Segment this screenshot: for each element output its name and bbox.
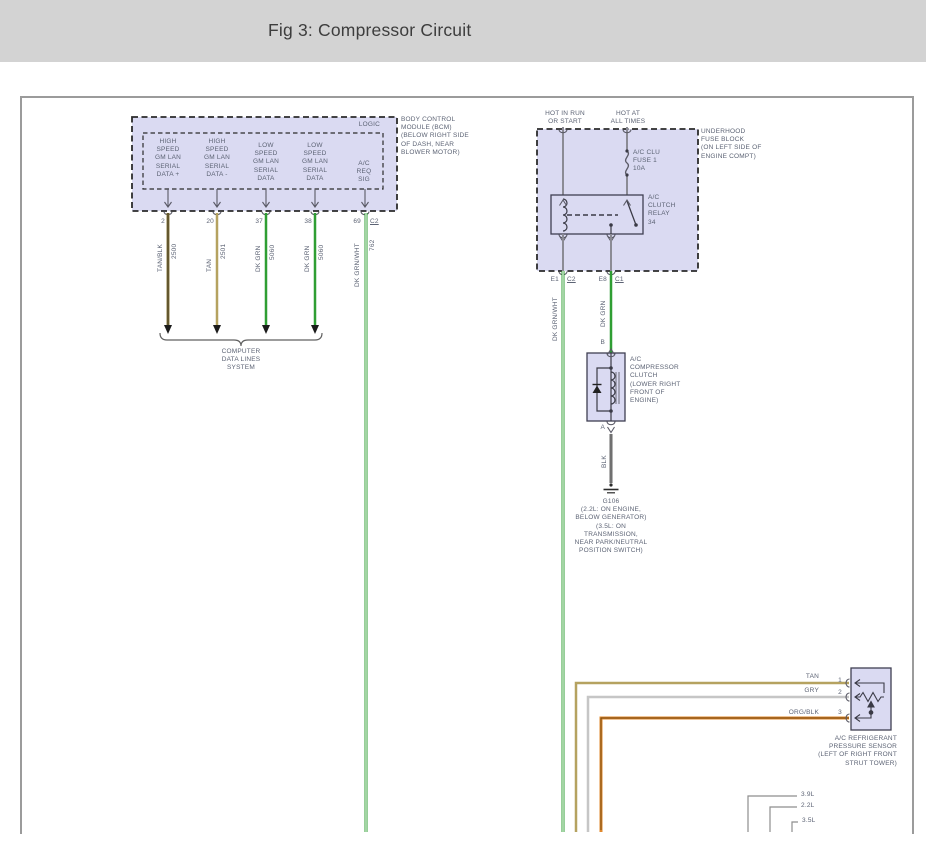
relay-box bbox=[550, 194, 644, 235]
bcm-col1-label: HIGH SPEED GM LAN SERIAL DATA + bbox=[154, 138, 182, 178]
bcm-col3-label: LOW SPEED GM LAN SERIAL DATA bbox=[252, 142, 280, 182]
circuit-label-5060-a: 5060 bbox=[269, 244, 276, 260]
bcm-wires bbox=[166, 213, 368, 832]
computer-data-lines-label: COMPUTER DATA LINES SYSTEM bbox=[221, 348, 261, 372]
relay-switch-blade bbox=[626, 200, 637, 226]
diagram-frame bbox=[20, 96, 914, 834]
sensor-wires bbox=[574, 681, 849, 832]
sensor-wire-orgblk-label: ORG/BLK bbox=[788, 709, 819, 716]
clutch-pin-a: A bbox=[600, 424, 605, 431]
figure-title: Fig 3: Compressor Circuit bbox=[268, 20, 472, 40]
wire-label-blk: BLK bbox=[601, 455, 608, 468]
sensor-internals bbox=[854, 679, 885, 722]
bcm-col5-label: A/C REQ SIG bbox=[356, 160, 372, 184]
wire-label-dk-grn-b: DK GRN bbox=[304, 245, 311, 272]
bcm-connector-c2: C2 bbox=[370, 218, 379, 225]
clutch-description: A/C COMPRESSOR CLUTCH (LOWER RIGHT FRONT… bbox=[630, 356, 681, 405]
sensor-pin-2: 2 bbox=[838, 689, 842, 696]
figure-header: Fig 3: Compressor Circuit bbox=[0, 0, 926, 62]
wire-label-dk-grn-right: DK GRN bbox=[600, 300, 607, 327]
relay-out-stubs bbox=[562, 234, 612, 271]
wire-label-tan: TAN bbox=[206, 258, 213, 272]
bcm-description: BODY CONTROL MODULE (BCM) (BELOW RIGHT S… bbox=[401, 116, 469, 156]
bcm-logic-label: LOGIC bbox=[358, 121, 380, 128]
sensor-wire-tan-label: TAN bbox=[805, 673, 819, 680]
wire-gry-sensor bbox=[586, 695, 849, 832]
pin-e1: E1 bbox=[550, 276, 559, 283]
wire-tan-sensor bbox=[574, 681, 849, 832]
clutch-diode bbox=[592, 385, 602, 393]
clutch-pin-b: B bbox=[600, 339, 605, 346]
wire-label-dk-grn-wht: DK GRN/WHT bbox=[354, 243, 361, 287]
data-line-arrowheads bbox=[164, 325, 319, 334]
circuit-label-5060-b: 5060 bbox=[318, 244, 325, 260]
bcm-col4-label: LOW SPEED GM LAN SERIAL DATA bbox=[301, 142, 329, 182]
clutch-coil bbox=[610, 371, 616, 405]
engine-brackets bbox=[747, 795, 798, 832]
engine-callout-3-9l: 3.9L bbox=[801, 791, 815, 798]
bcm-pin-20: 20 bbox=[206, 218, 214, 225]
wire-label-dk-grn-wht-left: DK GRN/WHT bbox=[552, 297, 559, 341]
sensor-pin-3: 3 bbox=[838, 709, 842, 716]
bcm-pin-37: 37 bbox=[255, 218, 263, 225]
sensor-wiper-arrow bbox=[867, 700, 875, 708]
circuit-label-2501: 2501 bbox=[220, 243, 227, 259]
fuse-block-description: UNDERHOOD FUSE BLOCK (ON LEFT SIDE OF EN… bbox=[701, 128, 762, 160]
connector-marks-clutch bbox=[606, 347, 616, 434]
sensor-wire-gry-label: GRY bbox=[804, 687, 819, 694]
engine-callout-2-2l: 2.2L bbox=[801, 802, 815, 809]
bcm-internal-arrows bbox=[164, 189, 369, 208]
ground-symbol bbox=[603, 483, 619, 494]
fuse-label: A/C CLU FUSE 1 10A bbox=[633, 149, 661, 173]
branch-wires bbox=[561, 271, 613, 832]
bcm-pin-2: 2 bbox=[161, 218, 165, 225]
circuit-label-2500: 2500 bbox=[171, 243, 178, 259]
wire-org-blk-sensor-core bbox=[600, 717, 849, 830]
computer-data-lines-brace bbox=[159, 332, 323, 347]
feed-wires bbox=[562, 127, 628, 195]
wire-label-tan-blk: TAN/BLK bbox=[157, 243, 164, 272]
pin-e8: E8 bbox=[598, 276, 607, 283]
bcm-pin-38: 38 bbox=[304, 218, 312, 225]
bcm-col2-label: HIGH SPEED GM LAN SERIAL DATA - bbox=[203, 138, 231, 178]
engine-callout-3-5l: 3.5L bbox=[802, 817, 816, 824]
feed-hot-in-run: HOT IN RUN OR START bbox=[545, 110, 585, 126]
circuit-label-762: 762 bbox=[369, 239, 376, 251]
feed-hot-at-all-times: HOT AT ALL TIMES bbox=[610, 110, 646, 126]
bcm-pin-69: 69 bbox=[353, 218, 361, 225]
bcm-logic-box bbox=[142, 132, 384, 190]
fuse-symbol bbox=[624, 149, 630, 177]
clutch-internals bbox=[592, 353, 620, 421]
connector-c1-out: C1 bbox=[615, 276, 624, 283]
sensor-description: A/C REFRIGERANT PRESSURE SENSOR (LEFT OF… bbox=[818, 735, 897, 767]
connector-marks-sensor bbox=[845, 678, 850, 723]
sensor-pin-1: 1 bbox=[838, 677, 842, 684]
ground-g106-label: G106 (2.2L: ON ENGINE, BELOW GENERATOR) … bbox=[574, 498, 648, 555]
relay-label: A/C CLUTCH RELAY 34 bbox=[648, 194, 676, 226]
connector-c2-out: C2 bbox=[567, 276, 576, 283]
wire-label-dk-grn-a: DK GRN bbox=[255, 245, 262, 272]
